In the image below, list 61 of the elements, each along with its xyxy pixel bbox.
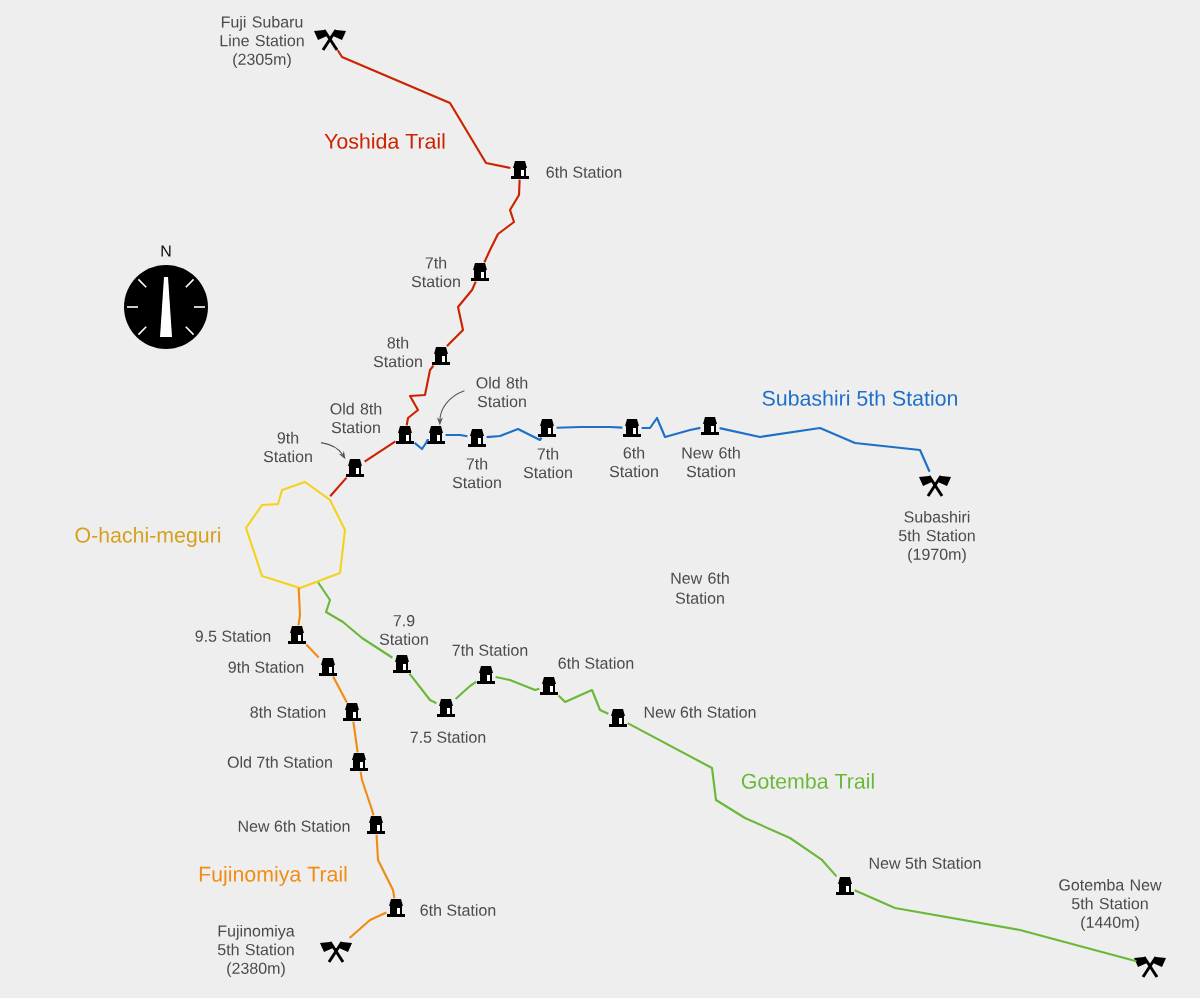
trail-line: [557, 688, 609, 715]
trail-line: [359, 771, 375, 816]
trail-line: [495, 675, 540, 692]
trail-line: [719, 426, 931, 473]
trail-name: Gotemba Trail: [741, 773, 874, 789]
station-label: New 6th Station: [682, 446, 740, 478]
station-label: 6th Station: [609, 446, 658, 478]
station-label: 7th Station: [411, 256, 460, 288]
trail-line: [297, 587, 302, 626]
hut-icon: [427, 426, 445, 444]
trail-line: [483, 179, 521, 263]
trail-line: [641, 416, 701, 439]
station-label: 6th Station: [420, 904, 496, 916]
trail-line: [627, 722, 838, 878]
station-label: 7th Station: [452, 644, 528, 656]
station-label: 6th Station: [546, 166, 622, 178]
trail-line: [854, 889, 1137, 963]
station-label: New 5th Station: [869, 857, 981, 869]
trail-line: [336, 49, 511, 170]
station-label: Subashiri 5th Station (1970m): [898, 510, 975, 564]
trail-line: [348, 911, 387, 939]
station-label: Old 8th Station: [330, 402, 382, 434]
trail-line: [445, 433, 468, 438]
trail-name: Yoshida Trail: [324, 133, 445, 149]
map-label: New 6th Station: [671, 572, 729, 604]
station-label: 6th Station: [558, 657, 634, 669]
hut-icon: [346, 459, 364, 477]
station-label: O-hachi-meguri: [75, 527, 221, 547]
station-label: 7th Station: [452, 457, 501, 489]
station-label: 8th Station: [250, 706, 326, 718]
station-label: 9.5 Station: [195, 630, 271, 642]
trail-line: [352, 721, 359, 753]
trail-line: [446, 281, 477, 348]
trail-line: [317, 581, 393, 659]
trail-line: [408, 672, 437, 705]
trail-line: [413, 438, 430, 451]
station-label: Gotemba New 5th Station (1440m): [1059, 878, 1162, 932]
compass-letter: N: [161, 245, 171, 257]
station-label: Old 8th Station: [476, 376, 528, 408]
trail-line: [405, 364, 435, 426]
station-label: 7th Station: [523, 447, 572, 479]
trail-line: [364, 440, 396, 463]
trail-name: Fujinomiya Trail: [199, 866, 347, 886]
trail-line: [332, 676, 348, 703]
trail-line: [305, 643, 320, 659]
trail-line: [454, 680, 477, 700]
trail-line: [329, 476, 348, 497]
trail-line: [486, 427, 543, 442]
trail-line: [556, 425, 623, 429]
station-label: 8th Station: [373, 336, 422, 368]
trail-line: [375, 834, 396, 899]
trail-name: Subashiri 5th Station: [762, 390, 957, 406]
station-label: 7.9 Station: [379, 615, 428, 645]
station-label: Fujinomiya 5th Station (2380m): [217, 924, 295, 978]
station-label: New 6th Station: [644, 706, 756, 718]
station-label: Old 7th Station: [227, 756, 332, 768]
station-label: Fuji Subaru Line Station (2305m): [220, 15, 304, 69]
station-label: 9th Station: [228, 661, 304, 673]
station-label: 7.5 Station: [410, 731, 486, 743]
station-label: New 6th Station: [238, 820, 350, 832]
station-label: 9th Station: [263, 431, 312, 463]
